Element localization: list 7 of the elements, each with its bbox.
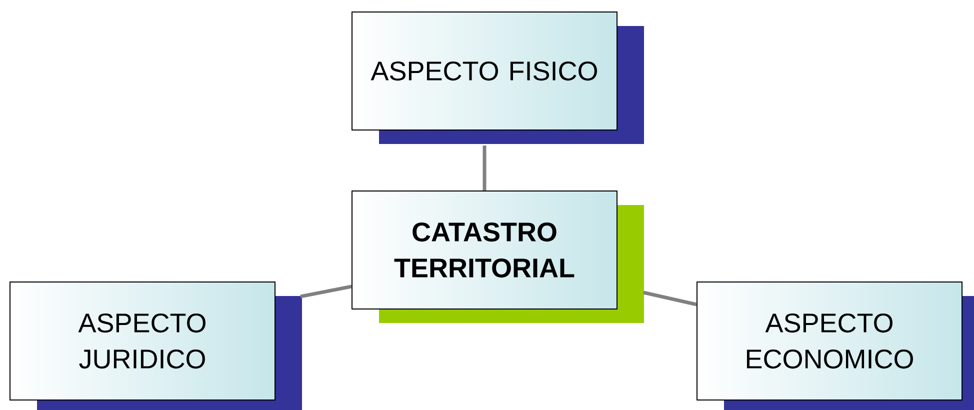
- connector-line: [300, 284, 352, 298]
- text-box: ASPECTO ECONOMICO: [696, 282, 962, 400]
- text-box: CATASTRO TERRITORIAL: [352, 190, 618, 310]
- text-box: ASPECTO FISICO: [352, 12, 618, 130]
- connector-line: [643, 290, 697, 306]
- connector-line: [482, 146, 486, 190]
- text-box: ASPECTO JURIDICO: [10, 282, 276, 400]
